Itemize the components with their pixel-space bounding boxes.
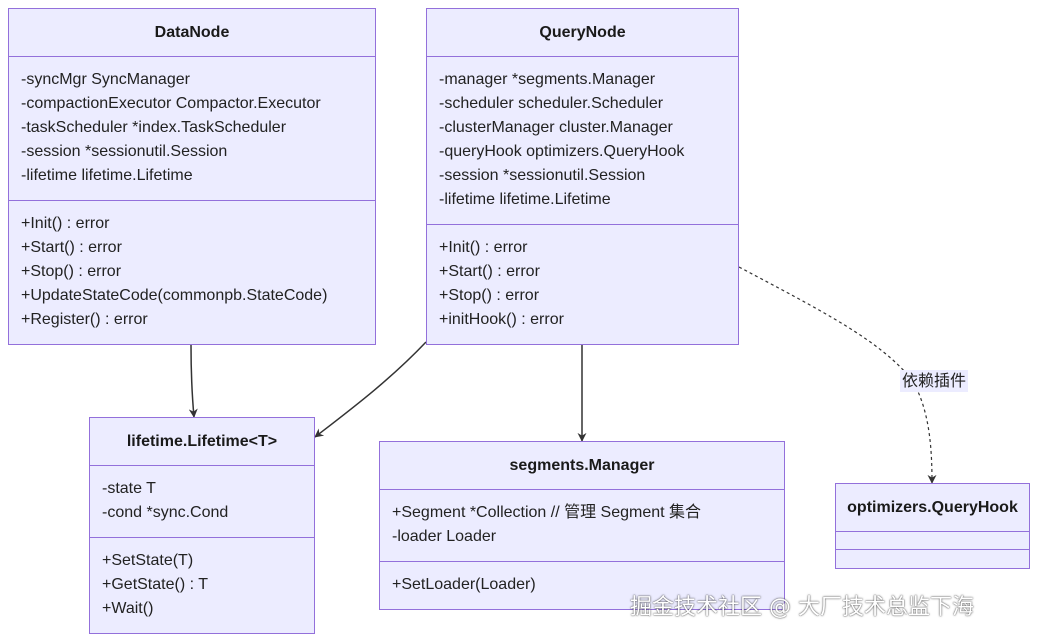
methods-section: +Init() : error +Start() : error +Stop()… bbox=[427, 225, 738, 332]
method: +SetState(T) bbox=[102, 552, 194, 569]
attribute: -taskScheduler *index.TaskScheduler bbox=[21, 119, 287, 136]
attribute: -queryHook optimizers.QueryHook bbox=[439, 143, 685, 160]
attribute: -session *sessionutil.Session bbox=[439, 167, 646, 184]
attribute: -compactionExecutor Compactor.Executor bbox=[21, 95, 321, 112]
class-title: segments.Manager bbox=[380, 442, 784, 490]
class-title: QueryNode bbox=[427, 9, 738, 57]
method: +Register() : error bbox=[21, 311, 148, 328]
class-querynode: QueryNode -manager *segments.Manager -sc… bbox=[426, 8, 739, 345]
attribute: +Segment *Collection // 管理 Segment 集合 bbox=[392, 504, 702, 521]
method: +Stop() : error bbox=[439, 287, 540, 304]
attributes-section: +Segment *Collection // 管理 Segment 集合 -l… bbox=[380, 490, 784, 562]
attribute: -lifetime lifetime.Lifetime bbox=[21, 167, 193, 184]
methods-section: +SetState(T) +GetState() : T +Wait() bbox=[90, 538, 314, 621]
attributes-section: -syncMgr SyncManager -compactionExecutor… bbox=[9, 57, 375, 201]
method: +Wait() bbox=[102, 600, 154, 617]
method: +Start() : error bbox=[21, 239, 122, 256]
method: +Stop() : error bbox=[21, 263, 122, 280]
class-title: optimizers.QueryHook bbox=[836, 484, 1029, 532]
edge-datanode-lifetime bbox=[188, 344, 198, 418]
method: +GetState() : T bbox=[102, 576, 208, 593]
method: +Init() : error bbox=[21, 215, 110, 232]
method: +initHook() : error bbox=[439, 311, 564, 328]
attributes-section bbox=[836, 532, 1029, 550]
edge-querynode-lifetime bbox=[314, 341, 427, 438]
attribute: -session *sessionutil.Session bbox=[21, 143, 228, 160]
class-title: lifetime.Lifetime<T> bbox=[90, 418, 314, 466]
attribute: -scheduler scheduler.Scheduler bbox=[439, 95, 664, 112]
attributes-section: -manager *segments.Manager -scheduler sc… bbox=[427, 57, 738, 225]
method: +SetLoader(Loader) bbox=[392, 576, 536, 593]
class-title: DataNode bbox=[9, 9, 375, 57]
method: +Init() : error bbox=[439, 239, 528, 256]
attribute: -loader Loader bbox=[392, 528, 497, 545]
edge-querynode-queryhook bbox=[738, 266, 937, 484]
class-queryhook: optimizers.QueryHook bbox=[835, 483, 1030, 569]
watermark: 掘金技术社区 @ 大厂技术总监下海 bbox=[630, 595, 974, 620]
attributes-section: -state T -cond *sync.Cond bbox=[90, 466, 314, 538]
method: +UpdateStateCode(commonpb.StateCode) bbox=[21, 287, 328, 304]
class-datanode: DataNode -syncMgr SyncManager -compactio… bbox=[8, 8, 376, 345]
attribute: -manager *segments.Manager bbox=[439, 71, 656, 88]
attribute: -clusterManager cluster.Manager bbox=[439, 119, 673, 136]
edge-label-queryhook: 依赖插件 bbox=[900, 370, 969, 392]
class-lifetime: lifetime.Lifetime<T> -state T -cond *syn… bbox=[89, 417, 315, 634]
class-segments-manager: segments.Manager +Segment *Collection //… bbox=[379, 441, 785, 610]
methods-section: +Init() : error +Start() : error +Stop()… bbox=[9, 201, 375, 332]
attribute: -cond *sync.Cond bbox=[102, 504, 229, 521]
attribute: -state T bbox=[102, 480, 156, 497]
attribute: -lifetime lifetime.Lifetime bbox=[439, 191, 611, 208]
methods-section: +SetLoader(Loader) bbox=[380, 562, 784, 597]
method: +Start() : error bbox=[439, 263, 540, 280]
attribute: -syncMgr SyncManager bbox=[21, 71, 190, 88]
